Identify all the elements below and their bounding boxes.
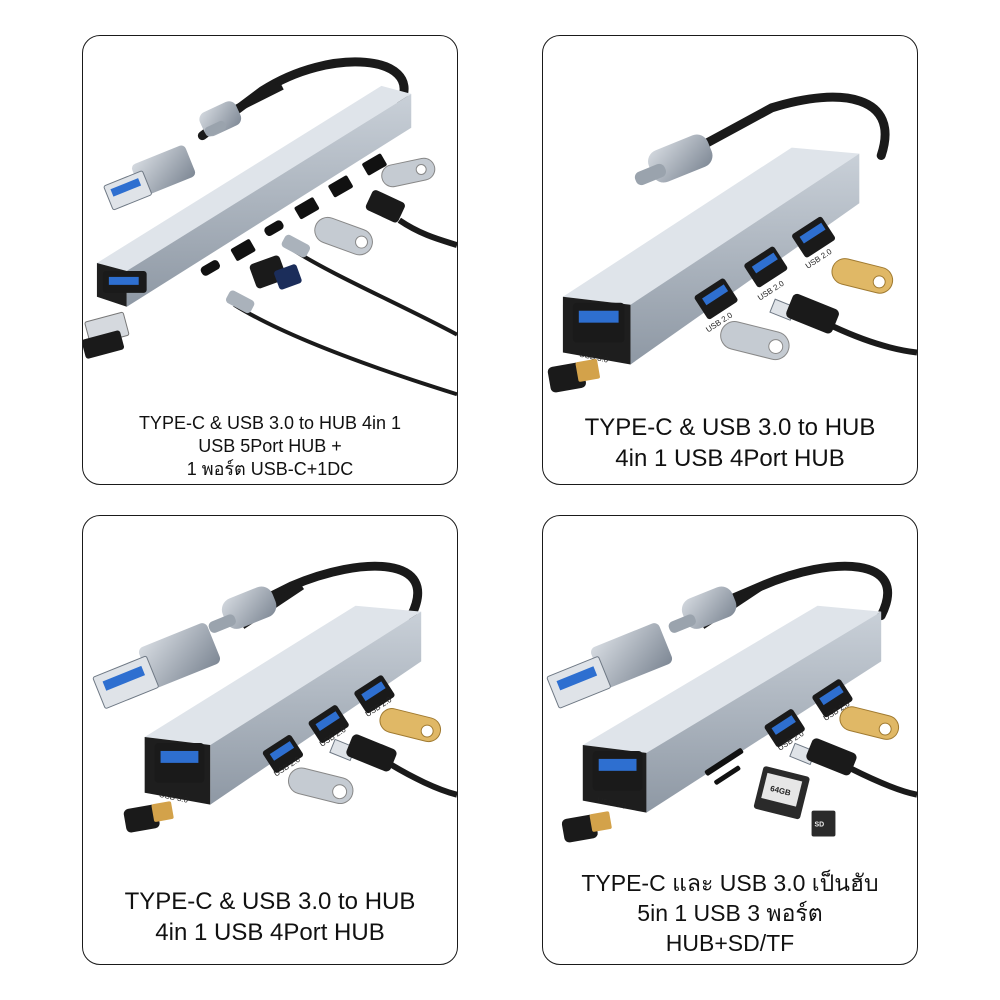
usb-a-plug-icon: [103, 145, 196, 211]
hub-7in1-illustration: [83, 57, 457, 397]
sd-card-icon: 64GB: [753, 766, 810, 820]
caption-line: 5in 1 USB 3 พอร์ต: [637, 900, 823, 926]
wireless-receiver-icon: [547, 359, 600, 393]
hub-body-icon: [144, 605, 422, 805]
product-caption: TYPE-C & USB 3.0 to HUB 4in 1 USB 4Port …: [83, 886, 457, 948]
usb-c-plug-icon: [208, 586, 277, 633]
wireless-receiver-icon: [83, 255, 302, 359]
wireless-receiver-icon: [561, 811, 612, 843]
caption-line: 1 พอร์ต USB-C+1DC: [186, 459, 354, 479]
product-card-4[interactable]: USB 3.0 USB 2.0 USB 2.0 64GB SD TYPE-C แ…: [542, 515, 918, 965]
usb-c-plug-icon: [199, 101, 242, 137]
microsd-card-icon: SD: [811, 810, 836, 837]
product-card-1[interactable]: TYPE-C & USB 3.0 to HUB 4in 1 USB 5Port …: [82, 35, 458, 485]
caption-line: 4in 1 USB 4Port HUB: [155, 919, 385, 946]
flash-drive-icon: [287, 708, 442, 804]
caption-line: 4in 1 USB 4Port HUB: [615, 445, 845, 472]
usb-a-plug-icon: [92, 623, 221, 709]
caption-line: TYPE-C & USB 3.0 to HUB: [584, 414, 876, 441]
flash-drive-icon: [314, 157, 436, 256]
hub-4port-dual-plug-illustration: USB 3.0 USB 2.0 USB 2.0 USB 2.0: [92, 561, 457, 833]
usb-cable-icon: [769, 293, 917, 356]
usb-c-plug-icon: [634, 134, 713, 186]
product-caption: TYPE-C และ USB 3.0 เป็นฮับ 5in 1 USB 3 พ…: [543, 868, 917, 958]
caption-line: TYPE-C และ USB 3.0 เป็นฮับ: [581, 870, 879, 896]
wireless-receiver-icon: [123, 801, 174, 833]
usb-cable-icon: [225, 190, 457, 397]
usb-a-plug-icon: [546, 623, 673, 709]
usb-cable-icon: [329, 734, 457, 798]
product-caption: TYPE-C & USB 3.0 to HUB 4in 1 USB 4Port …: [543, 412, 917, 474]
hub-5in1-sd-tf-illustration: USB 3.0 USB 2.0 USB 2.0 64GB SD: [546, 561, 917, 843]
caption-line: TYPE-C & USB 3.0 to HUB: [124, 888, 416, 915]
hub-body-icon: [582, 605, 882, 813]
product-card-2[interactable]: USB 3.0 USB 2.0 USB 2.0 USB 2.0 TYPE-C &…: [542, 35, 918, 485]
flash-drive-icon: [839, 706, 900, 740]
microsd-card-label: SD: [815, 822, 825, 829]
caption-line: USB 5Port HUB +: [198, 436, 342, 456]
hub-body-icon: [562, 147, 860, 365]
hub-body-icon: [96, 85, 412, 307]
usb-c-plug-icon: [668, 586, 737, 633]
product-caption: TYPE-C & USB 3.0 to HUB 4in 1 USB 5Port …: [83, 412, 457, 481]
caption-line: TYPE-C & USB 3.0 to HUB 4in 1: [138, 413, 402, 433]
product-card-3[interactable]: USB 3.0 USB 2.0 USB 2.0 USB 2.0 TYPE-C &…: [82, 515, 458, 965]
caption-line: HUB+SD/TF: [665, 930, 795, 956]
usb-cable-icon: [789, 738, 917, 798]
hub-4port-typec-illustration: USB 3.0 USB 2.0 USB 2.0 USB 2.0: [547, 92, 917, 393]
flash-drive-icon: [720, 258, 894, 361]
